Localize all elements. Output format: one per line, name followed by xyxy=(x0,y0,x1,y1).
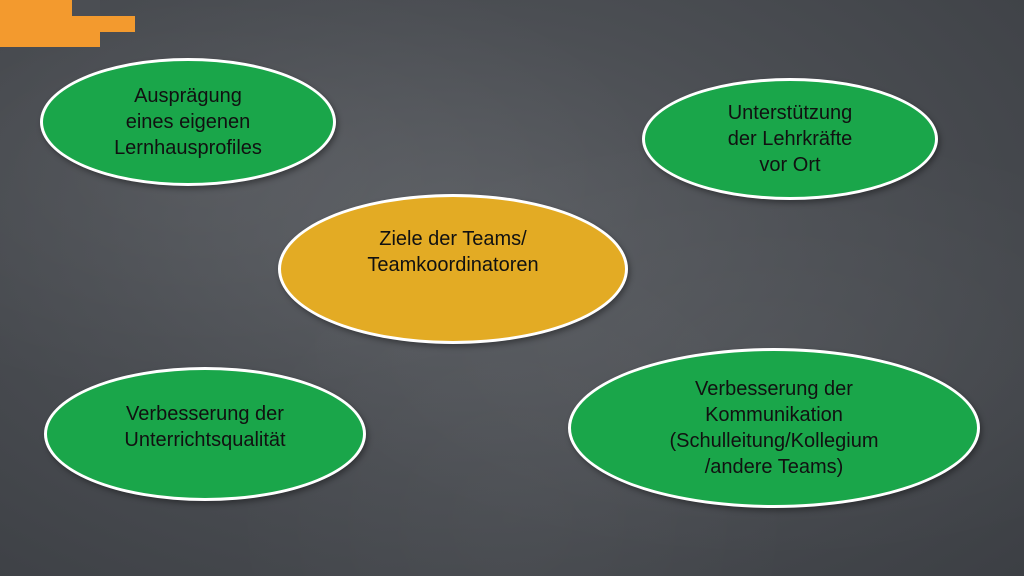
node-unterstuetzung: Unterstützung der Lehrkräfte vor Ort xyxy=(642,78,938,200)
center-node-label: Ziele der Teams/ Teamkoordinatoren xyxy=(367,228,539,276)
node-lernhausprofil: Ausprägung eines eigenen Lernhausprofile… xyxy=(40,58,336,186)
center-node-ziele: Ziele der Teams/ Teamkoordinatoren xyxy=(278,194,628,344)
node-lernhausprofil-label: Ausprägung eines eigenen Lernhausprofile… xyxy=(114,85,262,159)
node-unterstuetzung-label: Unterstützung der Lehrkräfte vor Ort xyxy=(727,102,853,176)
node-unterrichtsqualitaet-label: Verbesserung der Unterrichtsqualität xyxy=(124,403,286,451)
node-kommunikation: Verbesserung der Kommunikation (Schullei… xyxy=(568,348,980,508)
node-kommunikation-label: Verbesserung der Kommunikation (Schullei… xyxy=(669,378,879,478)
node-unterrichtsqualitaet: Verbesserung der Unterrichtsqualität xyxy=(44,367,366,501)
accent-notch xyxy=(72,0,100,16)
orange-accent-bar xyxy=(72,16,135,32)
